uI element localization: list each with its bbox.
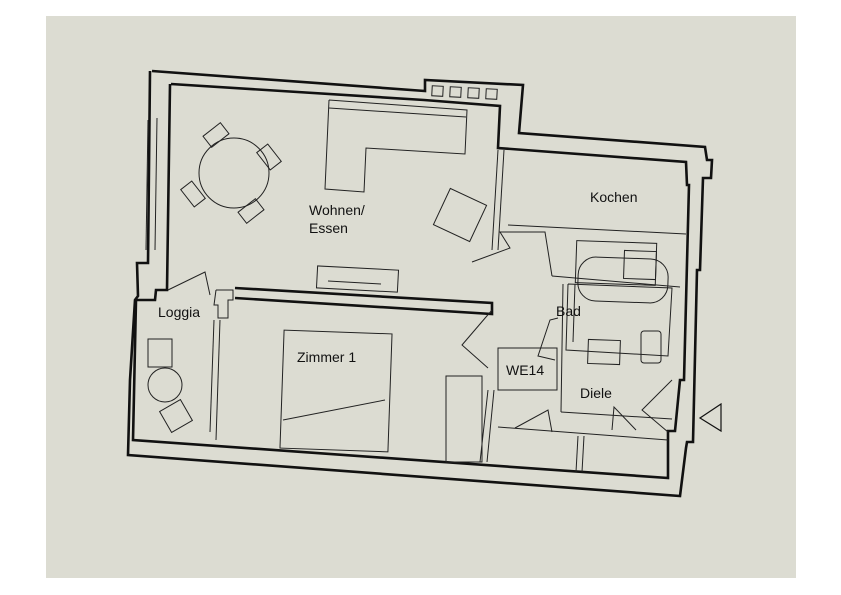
bathtub: [577, 256, 669, 304]
armchair: [432, 187, 488, 243]
room-label-wohnen: Wohnen/: [309, 202, 365, 218]
sofa: [324, 99, 468, 193]
bed: [279, 329, 393, 453]
doors: [167, 231, 673, 433]
room-label-bad: Bad: [556, 303, 581, 319]
outer-walls: [126, 69, 714, 498]
room-label-essen: Essen: [309, 220, 348, 236]
unit-label: WE14: [506, 362, 544, 378]
interior-walls: [209, 149, 687, 473]
room-label-zimmer: Zimmer 1: [297, 349, 356, 365]
room-label-kochen: Kochen: [590, 189, 637, 205]
furniture: [145, 99, 669, 463]
wardrobe: [445, 375, 483, 463]
sideboard: [315, 265, 400, 293]
loggia-table: [147, 367, 183, 403]
room-label-loggia: Loggia: [158, 304, 200, 320]
sink: [587, 338, 621, 366]
dining-table: [198, 137, 270, 209]
toilet: [640, 330, 662, 364]
unit-label-box: [497, 347, 558, 391]
triangle-entrance-icon: [698, 402, 722, 433]
loggia-chair: [147, 338, 173, 368]
room-label-diele: Diele: [580, 385, 612, 401]
